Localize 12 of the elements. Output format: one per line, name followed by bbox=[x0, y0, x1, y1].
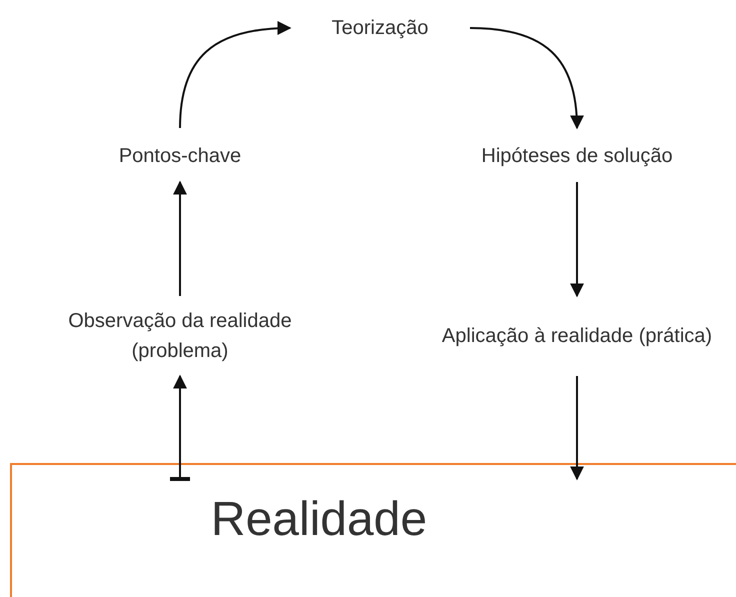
reality-panel: Realidade bbox=[10, 463, 736, 597]
arrow bbox=[470, 27, 584, 130]
arrow bbox=[570, 182, 584, 298]
arrow bbox=[168, 374, 192, 481]
stage-label: Aplicação à realidade (prática) bbox=[437, 306, 717, 366]
stage-label: Observação da realidade (problema) bbox=[20, 306, 340, 366]
stage-label: Teorização bbox=[300, 12, 460, 44]
arrow bbox=[173, 180, 187, 296]
stage-label: Pontos-chave bbox=[70, 140, 290, 172]
arrow bbox=[570, 376, 584, 480]
stage-label: Hipóteses de solução bbox=[437, 140, 717, 172]
arrow bbox=[179, 21, 292, 128]
